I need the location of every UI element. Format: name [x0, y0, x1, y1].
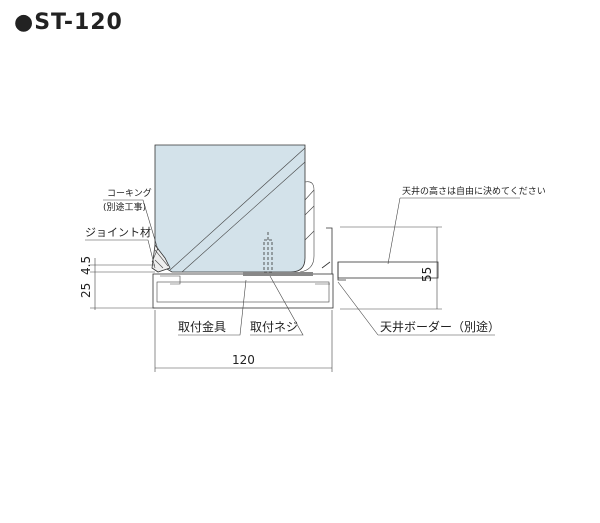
bracket-label: 取付金具 [178, 319, 226, 334]
frame-height-dimension: 25 [79, 283, 93, 298]
diffuser-edge [299, 181, 315, 273]
glass-reflection-line [181, 161, 306, 273]
joint-height-dimension: 4.5 [79, 256, 93, 275]
mounting-screw [263, 232, 273, 273]
total-height-dimension: 55 [420, 267, 434, 282]
ceiling-note-label: 天井の高さは自由に決めてください [402, 185, 546, 197]
screw-label: 取付ネジ [250, 320, 298, 334]
ceiling-border-label: 天井ボーダー（別途） [380, 319, 500, 334]
joint-label: ジョイント材 [85, 225, 151, 239]
mounting-plate [243, 272, 313, 276]
glass-panel [154, 144, 306, 273]
caulking-label: コーキング [107, 187, 152, 199]
model-title: ●ST-120 [14, 10, 123, 35]
glass-reflection-line [169, 147, 306, 271]
width-dimension: 120 [232, 353, 255, 367]
caulking-note-label: (別途工事) [103, 201, 146, 213]
